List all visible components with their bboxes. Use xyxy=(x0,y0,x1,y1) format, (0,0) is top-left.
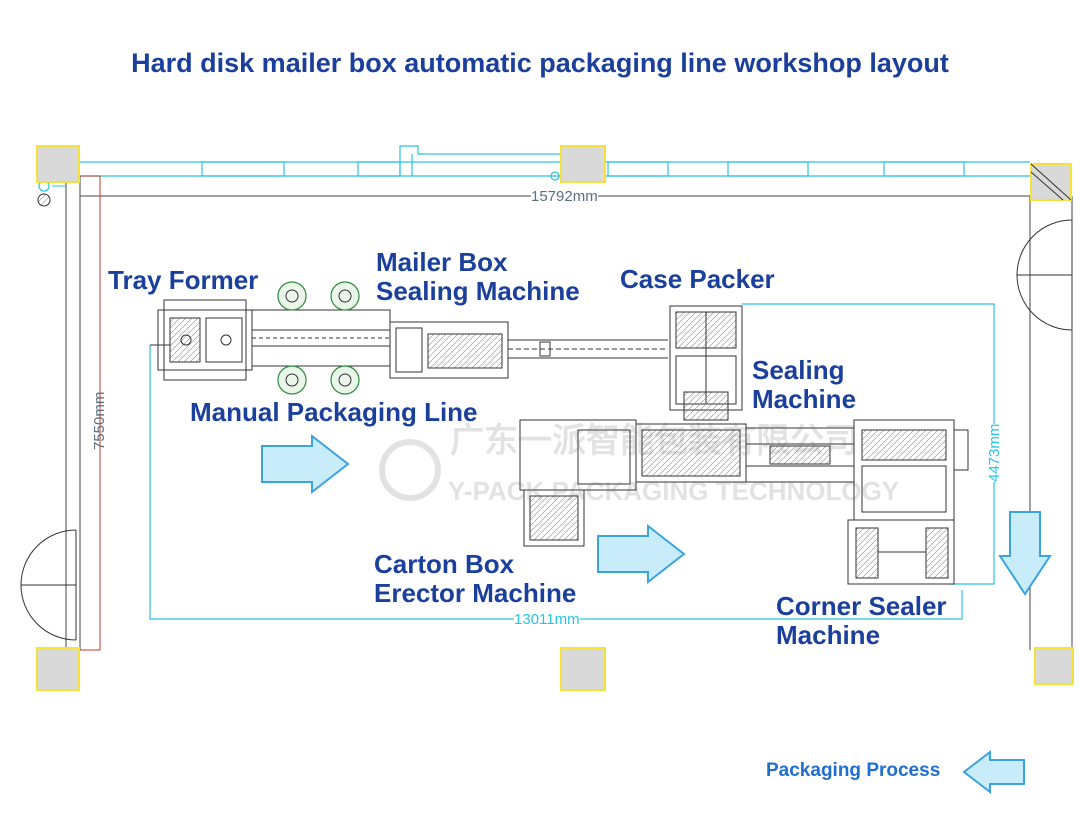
label-sealing-line2: Machine xyxy=(752,384,857,414)
dimension-line-height: 4473mm xyxy=(986,423,1003,482)
left-door xyxy=(20,529,77,641)
dimension-width-total: 15792mm xyxy=(531,188,598,205)
label-sealing-machine: Sealing Machine xyxy=(752,356,856,414)
sealing-machine xyxy=(745,427,855,483)
manual-packaging-line xyxy=(251,309,391,367)
label-corner-line2: Machine xyxy=(776,620,881,650)
flow-arrow-right-1 xyxy=(261,433,350,495)
watermark: 广东一派智能包装有限公司 Y-PACK PACKAGING TECHNOLOGY xyxy=(379,421,899,506)
label-mailer-box-line2: Sealing Machine xyxy=(376,276,580,306)
page-title: Hard disk mailer box automatic packaging… xyxy=(131,48,949,78)
watermark-en: Y-PACK PACKAGING TECHNOLOGY xyxy=(448,476,899,506)
case-packer-machine xyxy=(669,305,743,421)
label-corner-line1: Corner Sealer xyxy=(776,591,947,621)
top-wall xyxy=(80,145,1030,181)
pillar-corner-hatch xyxy=(1030,163,1072,201)
legend-label: Packaging Process xyxy=(766,760,941,781)
label-mailer-box-line1: Mailer Box xyxy=(376,247,508,277)
carton-box-erector-machine xyxy=(519,419,747,547)
label-carton-line1: Carton Box xyxy=(374,549,515,579)
dimension-line-length: 13011mm xyxy=(514,611,580,628)
operator-seats xyxy=(285,289,352,387)
legend-arrow-icon xyxy=(962,749,1025,795)
tray-former-machine xyxy=(150,299,253,381)
mailer-box-sealing-machine xyxy=(389,321,668,379)
left-wall-markers xyxy=(37,180,66,207)
label-mailer-box-sealing: Mailer Box Sealing Machine xyxy=(376,248,580,306)
label-case-packer: Case Packer xyxy=(620,264,775,294)
corner-sealer-machine xyxy=(847,419,969,585)
label-sealing-line1: Sealing xyxy=(752,355,845,385)
flow-arrow-right-2 xyxy=(597,523,686,585)
right-door xyxy=(1016,219,1073,331)
label-carton-box-erector: Carton Box Erector Machine xyxy=(374,550,576,608)
label-manual-packaging-line: Manual Packaging Line xyxy=(190,397,478,427)
dimension-height-total: 7550mm xyxy=(91,391,108,450)
label-tray-former: Tray Former xyxy=(108,265,259,295)
operator-chairs xyxy=(277,281,360,395)
watermark-cn: 广东一派智能包装有限公司 xyxy=(450,421,858,461)
label-carton-line2: Erector Machine xyxy=(374,578,577,608)
label-corner-sealer: Corner Sealer Machine xyxy=(776,592,947,650)
flow-arrow-down xyxy=(998,511,1052,596)
